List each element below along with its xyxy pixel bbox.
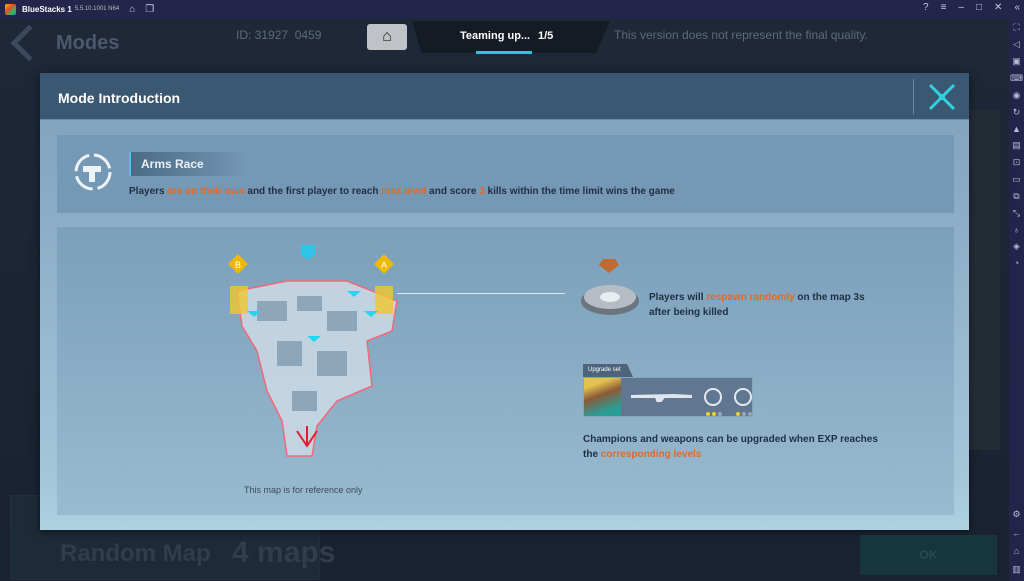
teaming-progress [476, 51, 532, 54]
install-apk-icon[interactable]: ▲ [1012, 124, 1021, 134]
layers-icon[interactable]: ◈ [1013, 241, 1020, 251]
pointer-line [397, 293, 565, 294]
volume-icon[interactable]: ◁ [1013, 39, 1020, 49]
description-segment: and score [426, 186, 480, 197]
emulator-titlebar: BlueStacks 1 5.5.10.1001 N64 ⌂ ❐ ? ≡ – □… [0, 0, 1024, 18]
maps-count: 4 maps [232, 536, 336, 569]
shield-marker-icon [301, 245, 315, 260]
header-divider [913, 79, 914, 114]
skill-level [706, 412, 723, 416]
rotate-icon[interactable]: ↻ [1012, 107, 1021, 117]
map-marker-b: B [235, 260, 241, 270]
random-map-label: Random Map [60, 540, 211, 567]
dialog-title: Mode Introduction [58, 90, 181, 106]
rifle-icon [630, 394, 693, 402]
home-icon: ⌂ [382, 28, 392, 45]
home-icon[interactable]: ⌂ [1013, 546, 1020, 556]
teaming-status: Teaming up... [460, 30, 531, 42]
ability-icon [734, 388, 753, 416]
champion-portrait [584, 378, 621, 416]
mode-name: Arms Race [129, 152, 249, 176]
ok-button[interactable]: OK [860, 535, 997, 575]
version-notice: This version does not represent the fina… [614, 28, 868, 42]
keyboard-icon[interactable]: ⌨ [1010, 73, 1023, 83]
background-panel [965, 110, 1000, 450]
team-count: 1/5 [538, 30, 554, 42]
emulator-sidebar: ⛶ ◁ ▣ ⌨ ◉ ↻ ▲ ▤ ⊡ ▭ ⧉ ⤡ ♁ ◈ ◔ ⚙ ← ⌂ ▥ [1009, 18, 1024, 581]
dialog-header: Mode Introduction [40, 73, 969, 120]
respawn-text: Players will respawn randomly on the map… [649, 292, 865, 318]
help-icon[interactable]: ? [923, 2, 929, 13]
eco-mode-icon[interactable]: ◔ [1013, 258, 1020, 268]
upgrade-text: Champions and weapons can be upgraded wh… [583, 434, 878, 460]
description-segment: Players [129, 186, 168, 197]
map-note: This map is for reference only [244, 485, 363, 495]
app-version: 5.5.10.1001 N64 [74, 6, 120, 12]
home-icon[interactable]: ⌂ [129, 3, 136, 15]
skill-icon [704, 388, 723, 416]
menu-icon[interactable]: ≡ [940, 2, 947, 13]
back-arrow-icon[interactable] [10, 24, 48, 62]
modes-header: Modes [10, 24, 120, 62]
record-icon[interactable]: ◉ [1012, 90, 1021, 100]
description-segment: are on their own [167, 186, 245, 197]
mode-introduction-dialog: Mode Introduction Arms Race Players are … [40, 73, 969, 530]
maximize-icon[interactable]: □ [976, 2, 983, 13]
bluestacks-logo-icon [5, 3, 16, 15]
screenshot-icon[interactable]: ⊡ [1012, 157, 1021, 167]
multi-instance-icon[interactable]: ⧉ [1013, 191, 1020, 201]
back-icon[interactable]: ← [1012, 528, 1021, 538]
close-window-icon[interactable]: ✕ [994, 2, 1003, 13]
map-preview: B A [228, 245, 398, 457]
multi-instance-icon[interactable]: ❐ [145, 3, 155, 15]
upgrade-set-label: Upgrade set [583, 364, 633, 377]
pistol-target-icon [74, 153, 112, 191]
teaming-bar [412, 21, 610, 53]
fullscreen-icon[interactable]: ⛶ [1013, 22, 1020, 32]
page-title: Modes [56, 31, 120, 54]
cursor-icon[interactable]: ▣ [1012, 56, 1021, 66]
minimize-icon[interactable]: – [958, 2, 964, 13]
fps-icon[interactable]: ▤ [1012, 140, 1021, 150]
location-icon[interactable]: ♁ [1013, 225, 1020, 235]
close-icon[interactable] [926, 81, 958, 113]
home-button[interactable]: ⌂ [367, 24, 407, 50]
map-marker-a: A [381, 260, 387, 270]
player-id: ID: 31927 0459 [236, 28, 322, 42]
respawn-pad-icon [581, 259, 639, 315]
ability-level [736, 412, 753, 416]
description-segment: max level [381, 186, 427, 197]
upgrade-set: Upgrade set [583, 364, 753, 418]
shake-icon[interactable]: ⤡ [1012, 208, 1021, 218]
recent-apps-icon[interactable]: ▥ [1012, 564, 1021, 574]
spawn-marker-icon [296, 426, 318, 448]
description-segment: kills within the time limit wins the gam… [484, 186, 675, 197]
app-name: BlueStacks 1 [22, 4, 72, 14]
description-segment: 3 [479, 186, 485, 197]
description-segment: and the first player to reach [244, 186, 382, 197]
folder-icon[interactable]: ▭ [1012, 174, 1021, 184]
mode-summary-panel: Arms Race Players are on their own and t… [57, 135, 954, 213]
mode-details-panel: B A This map is for reference only Playe… [57, 227, 954, 515]
mode-description: Players are on their own and the first p… [129, 186, 675, 197]
settings-icon[interactable]: ⚙ [1012, 509, 1021, 519]
collapse-sidebar-icon[interactable]: « [1014, 2, 1020, 13]
